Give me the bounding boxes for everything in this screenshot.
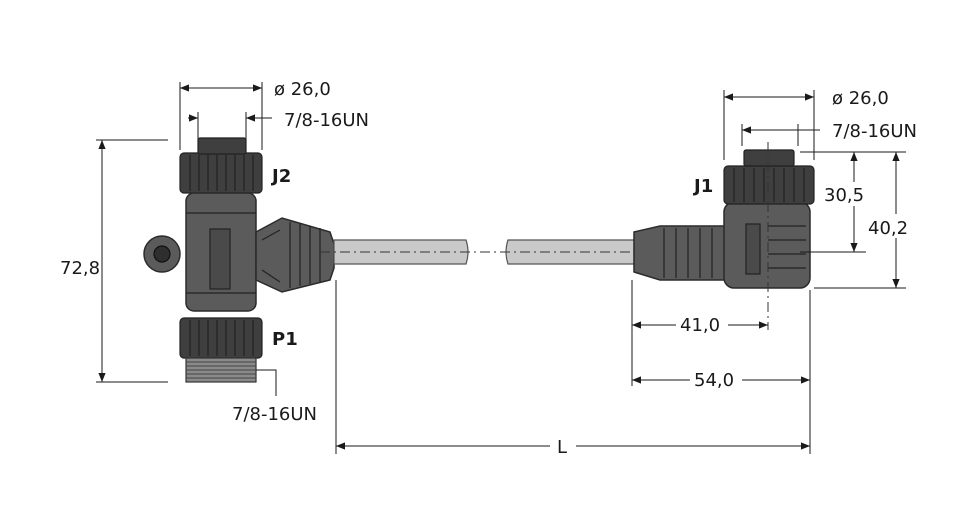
j1-label: J1 [692, 176, 713, 197]
cable-length-label: L [557, 437, 567, 458]
cable [320, 239, 860, 265]
p1-coupling-nut [179, 317, 263, 359]
right-height-inner-label: 30,5 [824, 185, 864, 206]
right-height-outer-label: 40,2 [868, 218, 908, 239]
cable-length-dimension: L [335, 280, 810, 458]
j2-label: J2 [270, 166, 291, 187]
tee-connector [143, 137, 335, 383]
left-dimensions: ø 26,0 7/8-16UN J2 P1 72,8 7/8-16UN [60, 79, 369, 425]
left-diameter-label: ø 26,0 [274, 79, 331, 100]
right-dimensions: ø 26,0 7/8-16UN J1 30,5 40,2 41,0 54,0 [631, 88, 917, 454]
p1-label: P1 [272, 329, 298, 350]
j1-socket-top [743, 149, 795, 167]
right-len-outer-label: 54,0 [694, 370, 734, 391]
j2-socket-top [197, 137, 247, 155]
right-len-inner-label: 41,0 [680, 315, 720, 336]
j1-coupling-nut [723, 165, 815, 205]
angled-body [723, 201, 811, 289]
tee-strain-relief [255, 217, 335, 293]
left-thread-top-label: 7/8-16UN [284, 110, 369, 131]
angled-connector [633, 142, 815, 330]
left-height-label: 72,8 [60, 258, 100, 279]
right-thread-label: 7/8-16UN [832, 121, 917, 142]
j2-coupling-nut [179, 152, 263, 194]
right-diameter-label: ø 26,0 [832, 88, 889, 109]
left-thread-bottom-label: 7/8-16UN [232, 404, 317, 425]
